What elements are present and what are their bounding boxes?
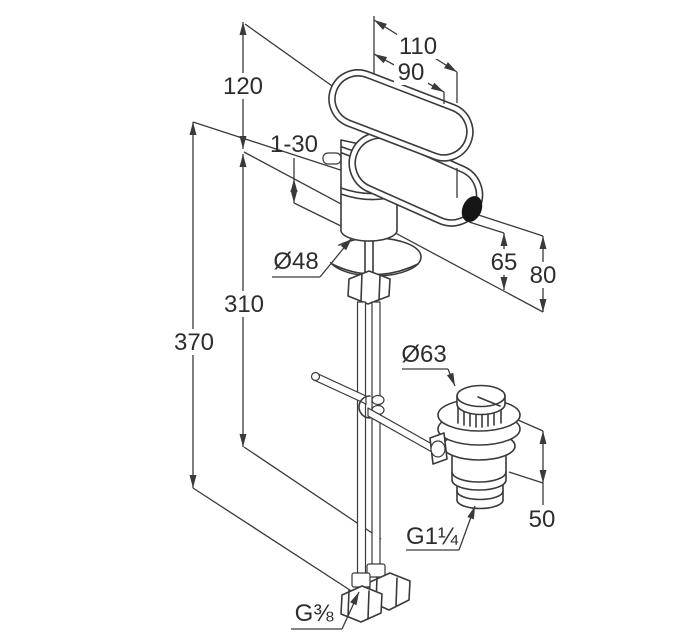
hex-nut-facets [360,272,381,302]
dim-label-65: 65 [491,249,518,276]
handle-outline [328,69,474,162]
drain-body-ring [451,471,507,483]
drain-cap-top [456,384,506,408]
dim-label-120: 120 [223,73,263,100]
dim-label-80: 80 [530,262,557,289]
rod-clamp-ring-upper [371,394,385,406]
dimension-lines [172,16,560,630]
dim-label-370: 370 [174,329,214,356]
body-side-pin [322,152,342,165]
handle-top-face [334,75,468,156]
supply-hose-right [371,301,381,567]
mounting-hex-nut [347,270,391,305]
hose-collar-left [351,572,371,588]
faucet-body [322,69,484,242]
rod-clamp-clip [358,395,371,419]
extension-line-65 [468,221,505,234]
dim-label-g1-14: G1¼ [406,523,459,550]
extension-lines-top [373,16,458,198]
dimension-arrowheads [189,20,547,606]
mounting-hardware [310,232,448,623]
dim-label-1-30: 1-30 [270,131,318,158]
label-underlines [272,276,459,630]
extension-line-hose-end [192,487,357,595]
dim-label-310: 310 [224,291,264,318]
drain-cap-mark [477,396,501,407]
dim-label-90: 90 [398,59,425,86]
spout-outlet [461,196,483,222]
hose-collar-right [366,563,386,578]
drain-tailpiece-rim [456,490,504,501]
reference-line-deck-bottom [293,202,346,229]
dim-label-dia48: Ø48 [273,248,318,275]
dim-label-dia63: Ø63 [401,341,446,368]
pull-rod-end [310,371,321,382]
hex-facets-left [347,589,370,620]
dim-label-g3-8: G⅜ [295,600,335,627]
dim-label-50: 50 [529,506,556,533]
handle [328,69,474,162]
dimension-labels: 120 110 90 1-30 Ø48 65 80 310 370 Ø63 50… [174,33,556,627]
drain-lever-ball [430,440,446,458]
drain-assembly [437,384,521,510]
dim-label-110: 110 [399,33,437,60]
hose-hex-left [340,585,383,623]
supply-hose-left [356,301,367,576]
